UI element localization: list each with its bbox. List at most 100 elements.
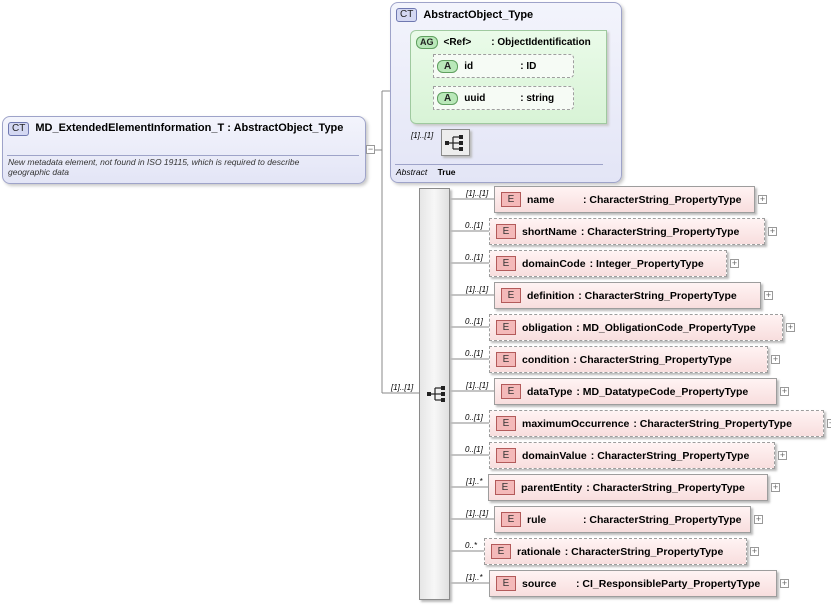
element-type: : MD_ObligationCode_PropertyType: [576, 321, 756, 334]
element-badge: E: [495, 480, 515, 495]
sequence-compositor-small[interactable]: [441, 129, 470, 156]
ct-badge: CT: [396, 8, 418, 22]
expand-icon[interactable]: +: [754, 514, 763, 524]
element-name: source: [522, 577, 557, 590]
attribute-group-type: : ObjectIdentification: [491, 37, 591, 48]
expand-icon[interactable]: +: [758, 194, 767, 204]
abstract-property: Abstract True: [396, 167, 456, 177]
main-type-documentation: New metadata element, not found in ISO 1…: [8, 157, 300, 177]
expand-icon[interactable]: +: [827, 419, 831, 428]
sequence-multiplicity: [1]..[1]: [391, 383, 414, 392]
divider: [7, 155, 359, 156]
element-multiplicity: [1]..*: [466, 573, 483, 582]
element-type: : CI_ResponsibleParty_PropertyType: [576, 577, 761, 590]
element-badge: E: [496, 352, 516, 367]
element-name: rule: [527, 513, 547, 526]
expand-icon[interactable]: +: [750, 546, 759, 556]
base-type-title: AbstractObject_Type: [423, 9, 534, 21]
element-badge: E: [496, 224, 516, 239]
element-fill: [485, 539, 746, 564]
element-name: definition: [527, 289, 575, 302]
element-type: : CharacterString_PropertyType: [573, 353, 732, 366]
divider: [395, 164, 603, 165]
element-type: : CharacterString_PropertyType: [583, 193, 742, 206]
attribute-type: : string: [520, 92, 555, 104]
element-type: : MD_DatatypeCode_PropertyType: [576, 385, 749, 398]
element-type: : CharacterString_PropertyType: [564, 545, 724, 558]
expand-icon[interactable]: +: [730, 258, 739, 268]
attribute-name: uuid: [464, 92, 486, 104]
ct-badge: CT: [8, 122, 30, 136]
element-name: domainCode: [522, 257, 586, 270]
element-fill: [490, 571, 776, 596]
sequence-icon: [445, 135, 463, 151]
element-badge: E: [496, 448, 516, 463]
element-badge: E: [501, 384, 521, 399]
element-type: : CharacterString_PropertyType: [633, 417, 792, 430]
element-name: name: [527, 193, 555, 206]
expand-icon[interactable]: +: [771, 354, 780, 364]
element-fill: [495, 507, 750, 532]
expand-icon[interactable]: +: [771, 482, 780, 492]
main-complex-type[interactable]: CT MD_ExtendedElementInformation_T : Abs…: [2, 116, 366, 184]
element-badge: E: [496, 576, 516, 591]
element-type: : Integer_PropertyType: [589, 257, 704, 270]
element-badge: E: [501, 192, 521, 207]
sequence-compositor[interactable]: [419, 188, 450, 600]
attribute-uuid[interactable]: A uuid : string: [433, 86, 574, 110]
attribute-group-ref: <Ref>: [443, 37, 472, 48]
collapse-icon[interactable]: −: [366, 144, 375, 154]
abstract-value: True: [437, 167, 456, 177]
element-multiplicity: [1]..[1]: [466, 509, 489, 518]
element-name: obligation: [522, 321, 573, 334]
element-name: rationale: [517, 545, 561, 558]
element-multiplicity: 0..*: [465, 541, 478, 550]
element-name: shortName: [522, 225, 577, 238]
base-complex-type[interactable]: CT AbstractObject_Type AG <Ref> : Object…: [390, 2, 622, 183]
attribute-type: : ID: [520, 60, 537, 72]
expand-icon[interactable]: +: [780, 386, 789, 396]
element-name: condition: [522, 353, 570, 366]
expand-icon[interactable]: +: [786, 322, 795, 332]
element-fill: [490, 443, 774, 468]
expand-icon[interactable]: +: [780, 578, 789, 588]
main-type-title: MD_ExtendedElementInformation_T : Abstra…: [35, 122, 344, 134]
element-name: dataType: [527, 385, 573, 398]
element-badge: E: [496, 256, 516, 271]
element-badge: E: [501, 512, 521, 527]
element-fill: [495, 283, 760, 308]
ag-badge: AG: [416, 36, 438, 49]
element-multiplicity: 0..[1]: [465, 253, 483, 262]
expand-icon[interactable]: +: [768, 226, 777, 236]
element-fill: [490, 347, 767, 372]
expand-icon[interactable]: +: [764, 290, 773, 300]
element-fill: [495, 187, 754, 212]
element-fill: [490, 315, 782, 340]
sequence-multiplicity: [1]..[1]: [411, 131, 434, 140]
element-fill: [490, 219, 764, 244]
element-multiplicity: 0..[1]: [465, 413, 483, 422]
abstract-label: Abstract: [396, 167, 428, 177]
element-name: domainValue: [522, 449, 587, 462]
expand-icon[interactable]: +: [778, 450, 787, 460]
attribute-group-box[interactable]: AG <Ref> : ObjectIdentification A id : I…: [410, 30, 607, 124]
element-multiplicity: 0..[1]: [465, 445, 483, 454]
attribute-id[interactable]: A id : ID: [433, 54, 574, 78]
element-type: : CharacterString_PropertyType: [578, 289, 737, 302]
element-badge: E: [491, 544, 511, 559]
element-multiplicity: [1]..[1]: [466, 381, 489, 390]
attribute-badge: A: [437, 91, 459, 105]
